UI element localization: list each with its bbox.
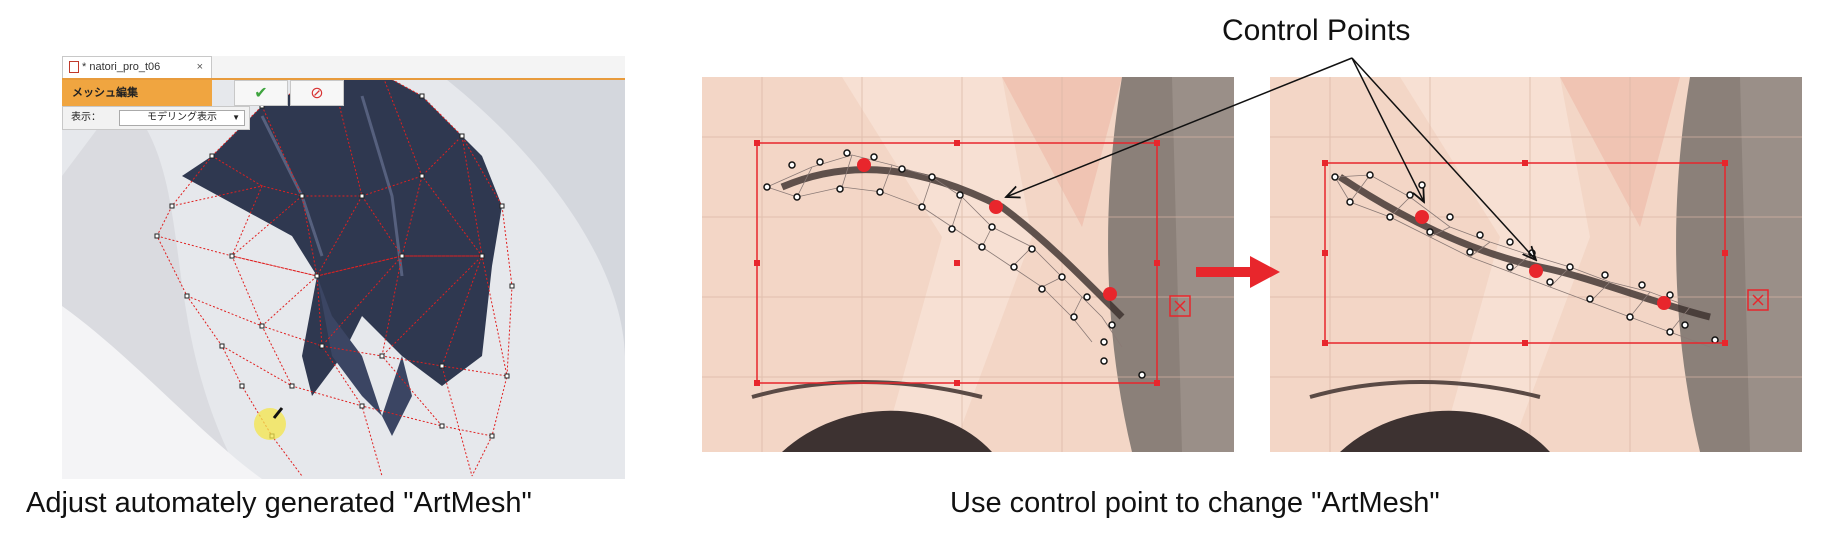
control-points-label: Control Points <box>1222 14 1411 47</box>
pen-cursor-icon <box>272 407 284 419</box>
document-tab-bar: * natori_pro_t06 × <box>62 56 625 80</box>
check-icon: ✔ <box>254 85 268 102</box>
close-box-icon[interactable] <box>1169 295 1191 317</box>
control-point-pointer-arrows <box>1006 57 1536 260</box>
eyebrow-after-canvas[interactable] <box>1270 77 1802 452</box>
tab-close-icon[interactable]: × <box>196 61 203 73</box>
document-icon <box>69 61 79 74</box>
prohibit-icon: ⊘ <box>310 85 324 102</box>
right-caption: Use control point to change "ArtMesh" <box>950 487 1440 519</box>
control-points-after[interactable] <box>1415 210 1671 310</box>
view-label: 表示： <box>71 112 101 123</box>
eyebrow-before-panel <box>702 77 1234 452</box>
chevron-down-icon: ▼ <box>232 113 240 122</box>
left-caption: Adjust automately generated "ArtMesh" <box>26 487 532 519</box>
view-mode-value: モデリング表示 <box>147 112 217 123</box>
document-tab[interactable]: * natori_pro_t06 × <box>62 56 212 78</box>
cursor-highlight <box>254 408 286 440</box>
mesh-points-before[interactable] <box>763 149 1146 379</box>
confirm-button[interactable]: ✔ <box>234 80 288 106</box>
cancel-button[interactable]: ⊘ <box>290 80 344 106</box>
close-box-icon[interactable] <box>1747 289 1769 311</box>
eyebrow-after-panel <box>1270 77 1802 452</box>
bounding-box-handles-before[interactable] <box>754 140 1160 386</box>
editor-viewport[interactable]: * natori_pro_t06 × メッシュ編集 ✔ ⊘ 表示： モデリング表… <box>62 56 625 479</box>
control-points-before[interactable] <box>857 158 1117 301</box>
view-mode-select[interactable]: モデリング表示 ▼ <box>119 110 245 126</box>
eyebrow-before-canvas[interactable] <box>702 77 1234 452</box>
bounding-box-handles-after[interactable] <box>1322 160 1728 346</box>
view-mode-row: 表示： モデリング表示 ▼ <box>62 106 250 130</box>
transition-arrow-icon <box>1196 256 1280 288</box>
mesh-edit-mode-label: メッシュ編集 <box>62 80 212 106</box>
tab-title: * natori_pro_t06 <box>82 61 161 73</box>
